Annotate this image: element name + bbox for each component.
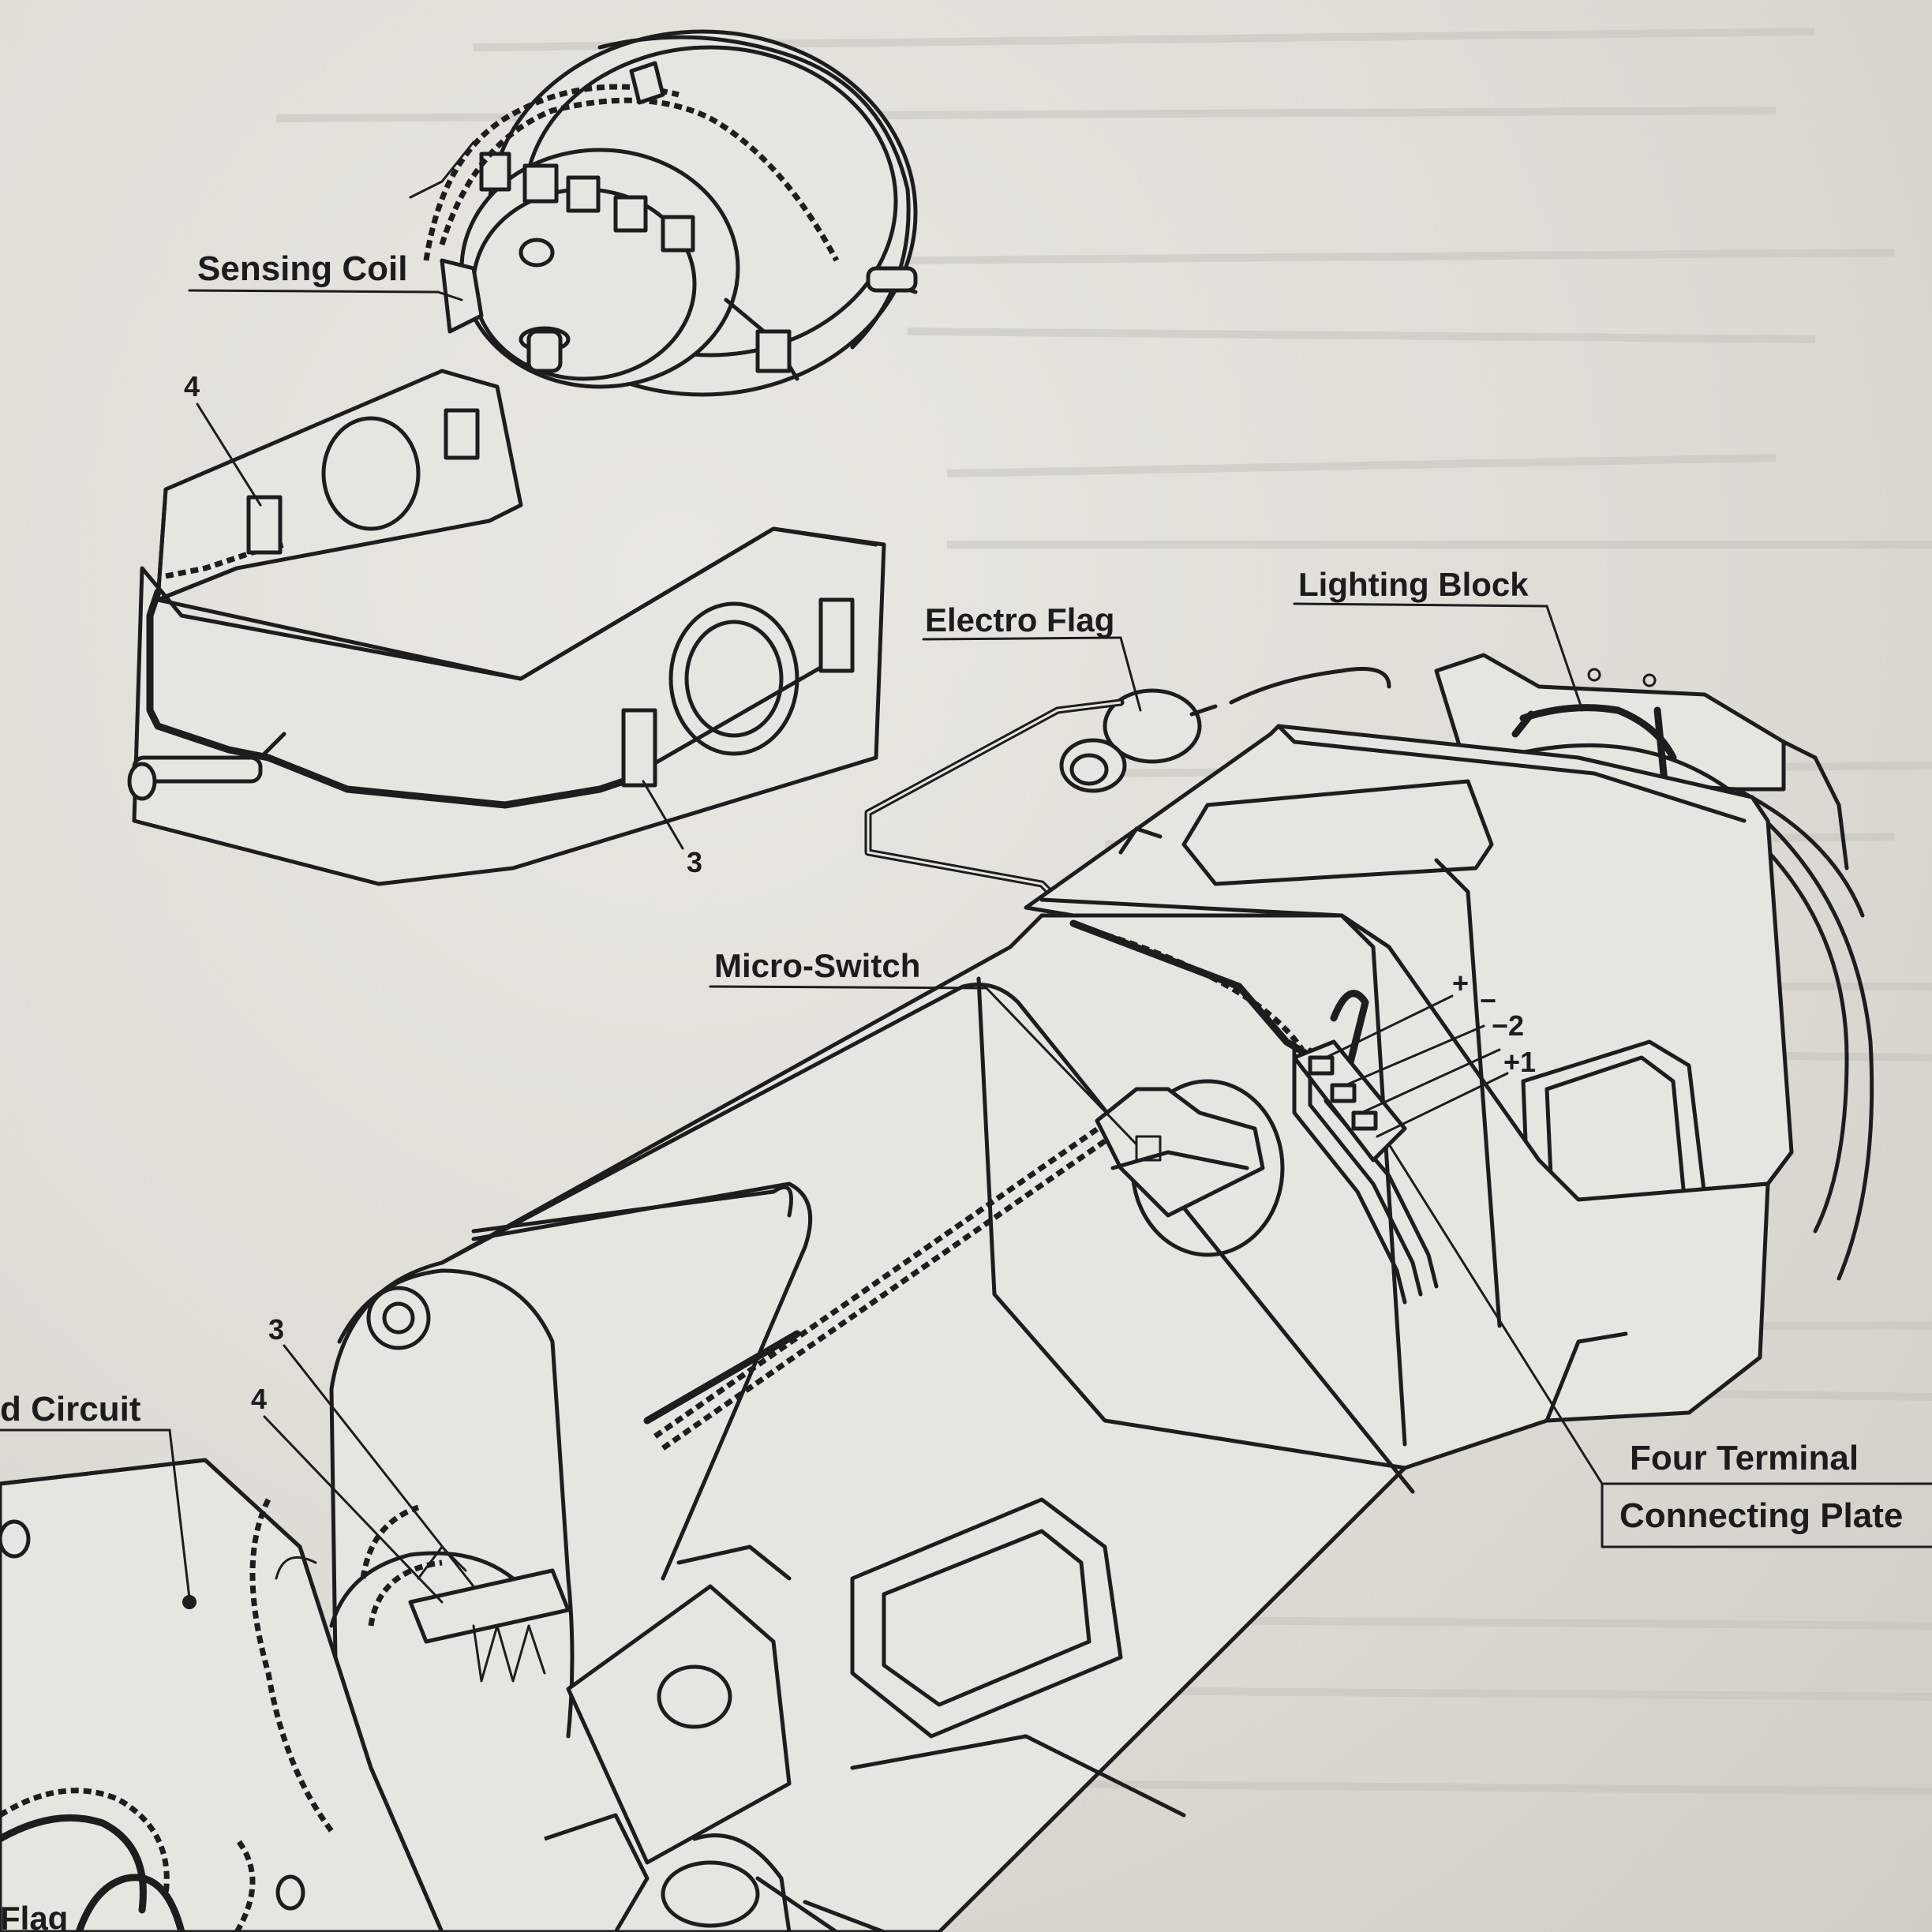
label-four-terminal: Four Terminal Connecting Plate [1387,1143,1932,1548]
label-circuit: d Circuit [0,1390,191,1600]
terminal-plus1: +1 [1503,1046,1536,1078]
callout-4-bottom: 4 [251,1383,444,1604]
circuit-label: d Circuit [0,1390,141,1428]
sensing-coil-label: Sensing Coil [197,249,407,288]
label-micro-switch: Micro-Switch [709,947,1138,1146]
label-electro-flag: Electro Flag [922,601,1142,712]
label-flag: Flag [0,1900,68,1932]
callout-number: 4 [251,1383,267,1415]
rotor-assembly [409,29,918,397]
four-terminal-label-line1: Four Terminal [1630,1439,1859,1477]
callout-4-top: 4 [184,370,262,507]
terminal-markings: + − −2 +1 [1324,967,1536,1138]
label-sensing-coil: Sensing Coil [188,249,463,301]
micro-switch-unit [1095,1087,1265,1218]
rotor-bracket [127,369,886,886]
electro-flag-unit [864,667,1391,919]
label-lighting-block: Lighting Block [1293,566,1584,712]
circuit-board [0,1458,444,1932]
lighting-block-label: Lighting Block [1298,566,1529,603]
terminal-minus: − [1480,984,1496,1017]
terminal-minus2: −2 [1492,1009,1524,1042]
callout-number: 3 [268,1313,284,1346]
callout-3-top: 3 [642,780,702,878]
callout-3-bottom: 3 [268,1313,475,1588]
reel-housing [329,724,1794,1932]
micro-switch-label: Micro-Switch [714,947,920,984]
four-terminal-label-line2: Connecting Plate [1619,1496,1903,1535]
brush-block [275,1504,571,1683]
electro-flag-label: Electro Flag [925,601,1114,638]
flag-label: Flag [0,1900,68,1932]
callout-number: 3 [687,846,702,878]
wiring-harness [643,919,1439,1451]
terminal-plus: + [1452,967,1469,999]
callout-number: 4 [184,370,200,402]
